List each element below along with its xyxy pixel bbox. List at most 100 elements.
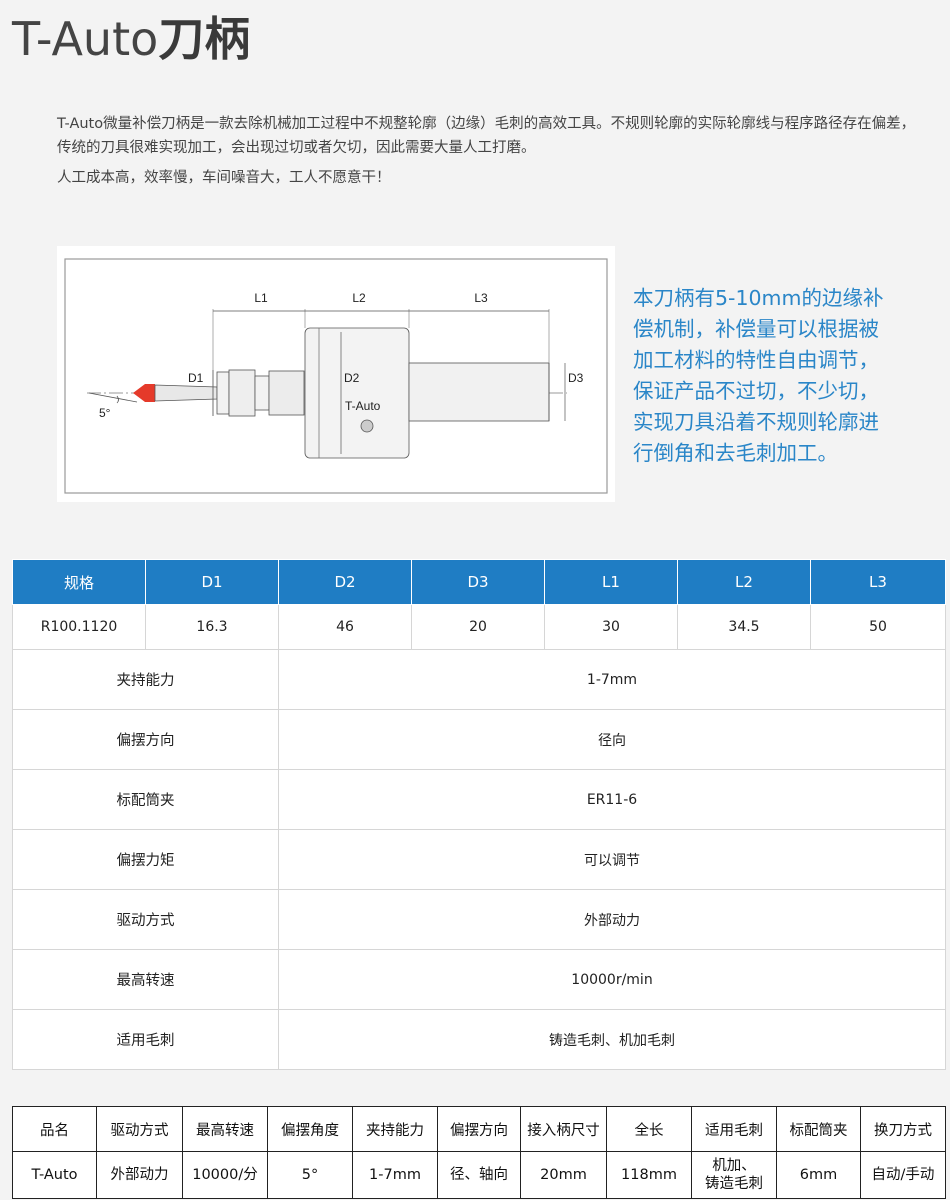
attr-label: 偏摆力矩 xyxy=(12,829,279,890)
summary-value-cell: 6mm xyxy=(776,1151,861,1199)
label-d3: D3 xyxy=(568,371,584,385)
summary-header-cell: 夹持能力 xyxy=(352,1106,438,1152)
attr-value: 外部动力 xyxy=(278,889,946,950)
spec-attr-row: 适用毛刺 铸造毛刺、机加毛刺 xyxy=(12,1009,946,1070)
label-d2: D2 xyxy=(344,371,360,385)
burr-line-1: 机加、 xyxy=(712,1158,756,1174)
highlight-text: 本刀柄有5-10mm的边缘补 偿机制，补偿量可以根据被 加工材料的特性自由调节，… xyxy=(633,283,933,469)
intro-text: T-Auto微量补偿刀柄是一款去除机械加工过程中不规整轮廓（边缘）毛刺的高效工具… xyxy=(57,112,917,190)
burr-line-2: 铸造毛刺 xyxy=(705,1176,763,1192)
spec-header-cell: L2 xyxy=(677,559,811,605)
summary-value-cell: 径、轴向 xyxy=(437,1151,521,1199)
summary-header-cell: 品名 xyxy=(12,1106,97,1152)
summary-header-cell: 驱动方式 xyxy=(96,1106,183,1152)
spec-attr-row: 驱动方式 外部动力 xyxy=(12,889,946,950)
cutter-body xyxy=(154,384,218,402)
spec-value-cell: 16.3 xyxy=(145,604,279,650)
brand-label: T-Auto xyxy=(345,399,381,413)
spec-header-cell: D3 xyxy=(411,559,545,605)
summary-value-cell: T-Auto xyxy=(12,1151,97,1199)
label-l2: L2 xyxy=(352,291,366,305)
summary-header-cell: 全长 xyxy=(606,1106,692,1152)
label-l1: L1 xyxy=(254,291,268,305)
spec-attr-row: 最高转速 10000r/min xyxy=(12,949,946,1010)
page-title: T-Auto刀柄 xyxy=(12,8,250,70)
attr-label: 夹持能力 xyxy=(12,649,279,710)
highlight-line: 加工材料的特性自由调节， xyxy=(633,348,879,372)
spec-attr-row: 标配筒夹 ER11-6 xyxy=(12,769,946,830)
attr-value: 可以调节 xyxy=(278,829,946,890)
attr-value: 铸造毛刺、机加毛刺 xyxy=(278,1009,946,1070)
attr-label: 偏摆方向 xyxy=(12,709,279,770)
summary-table: 品名 驱动方式 最高转速 偏摆角度 夹持能力 偏摆方向 接入柄尺寸 全长 适用毛… xyxy=(12,1106,946,1199)
summary-header-cell: 偏摆方向 xyxy=(437,1106,521,1152)
angle-label: 5° xyxy=(99,406,111,420)
attr-label: 最高转速 xyxy=(12,949,279,1010)
summary-value-cell: 外部动力 xyxy=(96,1151,183,1199)
summary-value-cell: 5° xyxy=(267,1151,353,1199)
spec-value-row: R100.1120 16.3 46 20 30 34.5 50 xyxy=(12,604,946,650)
spec-value-cell: R100.1120 xyxy=(12,604,146,650)
spec-table: 规格 D1 D2 D3 L1 L2 L3 R100.1120 16.3 46 2… xyxy=(12,559,946,1070)
summary-header-cell: 最高转速 xyxy=(182,1106,268,1152)
attr-label: 驱动方式 xyxy=(12,889,279,950)
set-screw xyxy=(360,419,374,433)
summary-header-cell: 偏摆角度 xyxy=(267,1106,353,1152)
spec-header-cell: L3 xyxy=(810,559,946,605)
attr-value: 10000r/min xyxy=(278,949,946,1010)
angle-line xyxy=(88,392,138,403)
summary-value-cell: 1-7mm xyxy=(352,1151,438,1199)
collet-thread xyxy=(254,375,270,411)
spec-attr-row: 偏摆力矩 可以调节 xyxy=(12,829,946,890)
highlight-line: 保证产品不过切，不少切， xyxy=(633,379,879,403)
attr-value: 1-7mm xyxy=(278,649,946,710)
collet-nut-a xyxy=(216,371,230,415)
summary-header-cell: 接入柄尺寸 xyxy=(520,1106,607,1152)
label-d1: D1 xyxy=(188,371,204,385)
summary-value-cell: 118mm xyxy=(606,1151,692,1199)
summary-header-cell: 换刀方式 xyxy=(860,1106,946,1152)
page-title-en: T-Auto xyxy=(12,12,159,66)
collet-nut-b xyxy=(228,369,256,417)
summary-value-cell: 10000/分 xyxy=(182,1151,268,1199)
summary-header-row: 品名 驱动方式 最高转速 偏摆角度 夹持能力 偏摆方向 接入柄尺寸 全长 适用毛… xyxy=(12,1106,946,1152)
spec-value-cell: 30 xyxy=(544,604,678,650)
spec-header-row: 规格 D1 D2 D3 L1 L2 L3 xyxy=(12,559,946,605)
spec-value-cell: 46 xyxy=(278,604,412,650)
spec-header-cell: D1 xyxy=(145,559,279,605)
drawing-svg: 5° T-Auto L1 L2 L3 D1 D2 D3 xyxy=(64,258,608,494)
highlight-line: 行倒角和去毛刺加工。 xyxy=(633,441,838,465)
spec-attr-row: 偏摆方向 径向 xyxy=(12,709,946,770)
page-title-cn: 刀柄 xyxy=(158,12,251,66)
highlight-line: 偿机制，补偿量可以根据被 xyxy=(633,317,879,341)
spec-value-cell: 34.5 xyxy=(677,604,811,650)
spec-attr-row: 夹持能力 1-7mm xyxy=(12,649,946,710)
cutter-tip xyxy=(133,384,155,402)
spec-header-cell: D2 xyxy=(278,559,412,605)
attr-value: 径向 xyxy=(278,709,946,770)
spec-value-cell: 50 xyxy=(810,604,946,650)
label-l3: L3 xyxy=(474,291,488,305)
main-body xyxy=(304,327,410,459)
spec-header-cell: 规格 xyxy=(12,559,146,605)
attr-label: 标配筒夹 xyxy=(12,769,279,830)
highlight-line: 本刀柄有5-10mm的边缘补 xyxy=(633,286,884,310)
intro-paragraph-1: T-Auto微量补偿刀柄是一款去除机械加工过程中不规整轮廓（边缘）毛刺的高效工具… xyxy=(57,116,916,156)
summary-header-cell: 标配筒夹 xyxy=(776,1106,861,1152)
attr-value: ER11-6 xyxy=(278,769,946,830)
spec-header-cell: L1 xyxy=(544,559,678,605)
summary-header-cell: 适用毛刺 xyxy=(691,1106,777,1152)
neck xyxy=(268,370,305,416)
intro-paragraph-2: 人工成本高，效率慢，车间噪音大，工人不愿意干！ xyxy=(57,170,391,186)
spec-value-cell: 20 xyxy=(411,604,545,650)
summary-value-cell: 20mm xyxy=(520,1151,607,1199)
angle-arc xyxy=(116,395,119,404)
summary-value-row: T-Auto 外部动力 10000/分 5° 1-7mm 径、轴向 20mm 1… xyxy=(12,1151,946,1199)
shank xyxy=(408,362,550,422)
highlight-line: 实现刀具沿着不规则轮廓进 xyxy=(633,410,879,434)
technical-drawing: 5° T-Auto L1 L2 L3 D1 D2 D3 xyxy=(57,246,615,502)
drawing-frame xyxy=(64,258,608,494)
summary-value-cell: 自动/手动 xyxy=(860,1151,946,1199)
attr-label: 适用毛刺 xyxy=(12,1009,279,1070)
summary-burr-cell: 机加、铸造毛刺 xyxy=(691,1151,777,1199)
